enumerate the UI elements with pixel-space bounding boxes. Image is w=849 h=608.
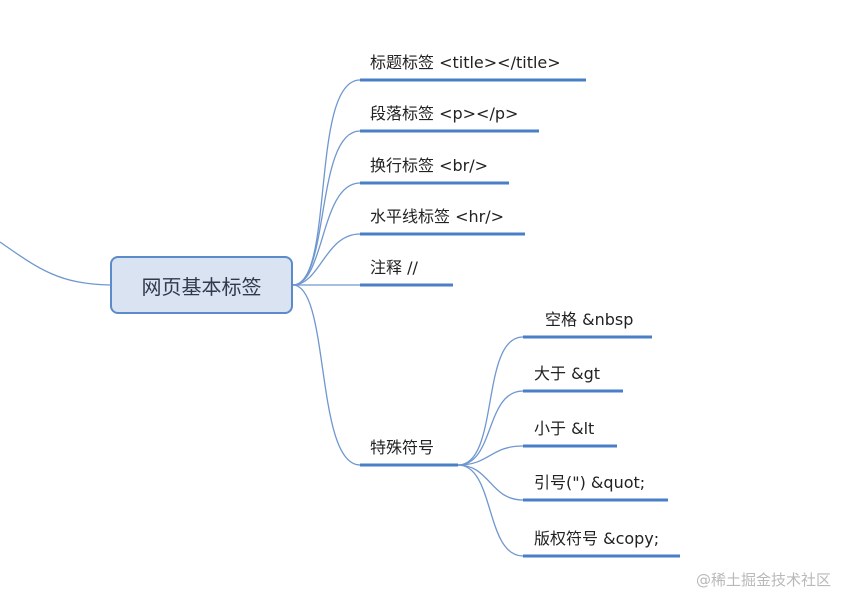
branch-special-symbols[interactable]: 特殊符号 [370,438,435,457]
connector-child-3 [457,464,524,501]
child-greater-than[interactable]: 大于 &gt [534,364,600,383]
child-less-than[interactable]: 小于 &lt [534,419,595,438]
branch-comment[interactable]: 注释 // [370,258,418,277]
branch-paragraph-tag[interactable]: 段落标签 <p></p> [370,104,519,123]
connector-branch-5 [292,284,361,466]
child-quote[interactable]: 引号(") &quot; [534,473,646,492]
branch-horizontal-rule-tag[interactable]: 水平线标签 <hr/> [370,207,505,226]
connector-child-0 [457,336,524,466]
root-label: 网页基本标签 [141,274,262,299]
branch-title-tag[interactable]: 标题标签 <title></title> [370,53,561,72]
connector-child-1 [457,390,524,466]
connector-child-2 [457,445,524,466]
watermark: @稀土掘金技术社区 [695,571,831,589]
root-node[interactable]: 网页基本标签 [110,256,293,314]
child-space[interactable]: 空格 &nbsp [545,310,634,329]
connector-branch-0 [292,79,361,286]
parent-connector [0,241,111,286]
connector-branch-2 [292,182,361,286]
connector-child-4 [457,464,524,557]
branch-line-break-tag[interactable]: 换行标签 <br/> [370,156,489,175]
child-copyright[interactable]: 版权符号 &copy; [534,529,660,548]
connector-branch-3 [292,233,361,286]
